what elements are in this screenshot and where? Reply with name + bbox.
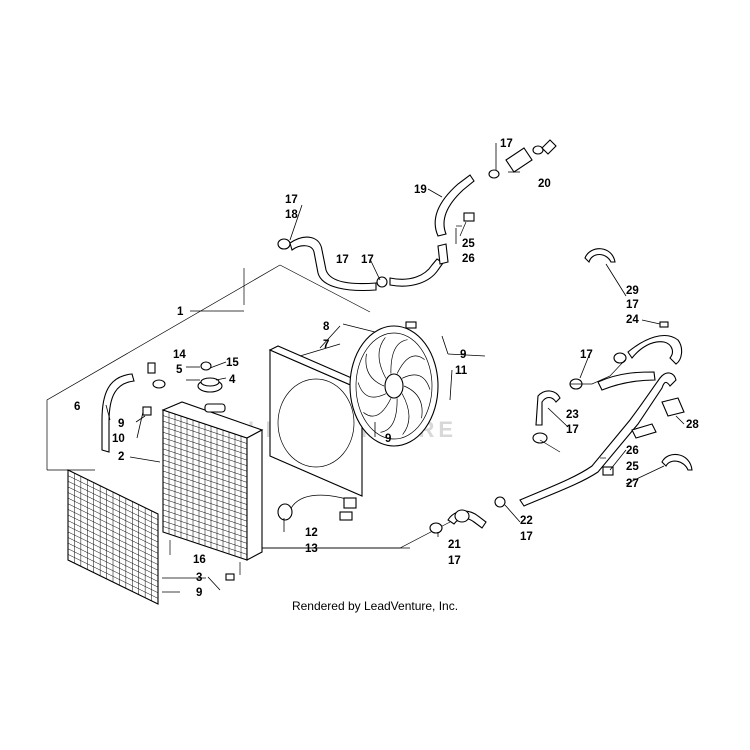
callout-17-h24: 17 — [626, 299, 639, 311]
callout-8: 8 — [323, 321, 330, 333]
hose-19 — [434, 174, 475, 265]
callout-17-h23-top: 17 — [580, 349, 593, 361]
callout-11: 11 — [455, 365, 468, 377]
callout-12: 12 — [305, 527, 318, 539]
callout-25-lower: 25 — [626, 461, 639, 473]
fan-harness — [277, 494, 357, 521]
callout-10: 10 — [112, 433, 125, 445]
bolt-14 — [147, 362, 156, 374]
callout-7: 7 — [323, 339, 329, 351]
pipe-22 — [494, 371, 677, 508]
pad-28b — [631, 423, 657, 439]
callout-25-upper: 25 — [462, 238, 475, 250]
callout-15: 15 — [226, 357, 239, 369]
callout-28: 28 — [686, 419, 699, 431]
clamp-27 — [661, 453, 693, 471]
callout-5: 5 — [176, 364, 183, 376]
callout-21: 21 — [448, 539, 461, 551]
callout-17-clamp: 17 — [361, 254, 374, 266]
radiator-screen — [67, 469, 159, 605]
callout-1: 1 — [177, 306, 184, 318]
callout-17-upper: 17 — [285, 194, 298, 206]
callout-numbers: 1 2 3 4 5 6 7 8 9 9 9 9 10 11 12 13 14 1… — [74, 138, 699, 599]
callout-26-upper: 26 — [462, 253, 475, 265]
callout-19: 19 — [414, 184, 427, 196]
callout-17-tee: 17 — [500, 138, 513, 150]
callout-14: 14 — [173, 349, 186, 361]
callout-9-hose: 9 — [118, 418, 124, 430]
hose-21 — [429, 509, 487, 534]
render-credit: Rendered by LeadVenture, Inc. — [291, 599, 459, 613]
fitting-25-26-lower — [600, 457, 614, 476]
connection-lines — [262, 221, 626, 549]
callout-17-h21: 17 — [448, 555, 461, 567]
callout-9-screen: 9 — [196, 587, 202, 599]
callout-9-shroud: 9 — [385, 433, 391, 445]
callout-26-lower: 26 — [626, 445, 639, 457]
hose-24 — [613, 321, 683, 365]
callout-27: 27 — [626, 478, 639, 490]
tee-fitting-20 — [488, 139, 557, 179]
callout-2: 2 — [118, 451, 124, 463]
callout-leaders — [105, 143, 685, 593]
callout-23: 23 — [566, 409, 579, 421]
cooling-fan — [349, 321, 439, 447]
callout-24: 24 — [626, 314, 639, 326]
radiator-cap — [197, 377, 223, 393]
callout-4: 4 — [229, 374, 236, 386]
callout-6: 6 — [74, 401, 80, 413]
callout-17-h22: 17 — [520, 531, 533, 543]
clamp-29 — [584, 248, 616, 264]
callout-17-mid: 17 — [336, 254, 349, 266]
cap-gasket — [200, 361, 212, 371]
pad-28a — [661, 397, 685, 417]
callout-29: 29 — [626, 285, 639, 297]
callout-16: 16 — [193, 554, 206, 566]
callout-13: 13 — [305, 543, 318, 555]
callout-17-h23-bottom: 17 — [566, 424, 579, 436]
grommet-5 — [152, 379, 166, 389]
fan-shroud — [268, 345, 372, 497]
callout-9-fan: 9 — [460, 349, 466, 361]
callout-22: 22 — [520, 515, 533, 527]
radiator — [161, 401, 264, 575]
fitting-25-26-upper — [456, 212, 475, 227]
callout-20: 20 — [538, 178, 551, 190]
callout-18: 18 — [285, 209, 298, 221]
overflow-hose — [101, 373, 135, 453]
callout-3: 3 — [196, 572, 202, 584]
bracket-10 — [142, 406, 152, 416]
mount-16 — [225, 573, 235, 581]
